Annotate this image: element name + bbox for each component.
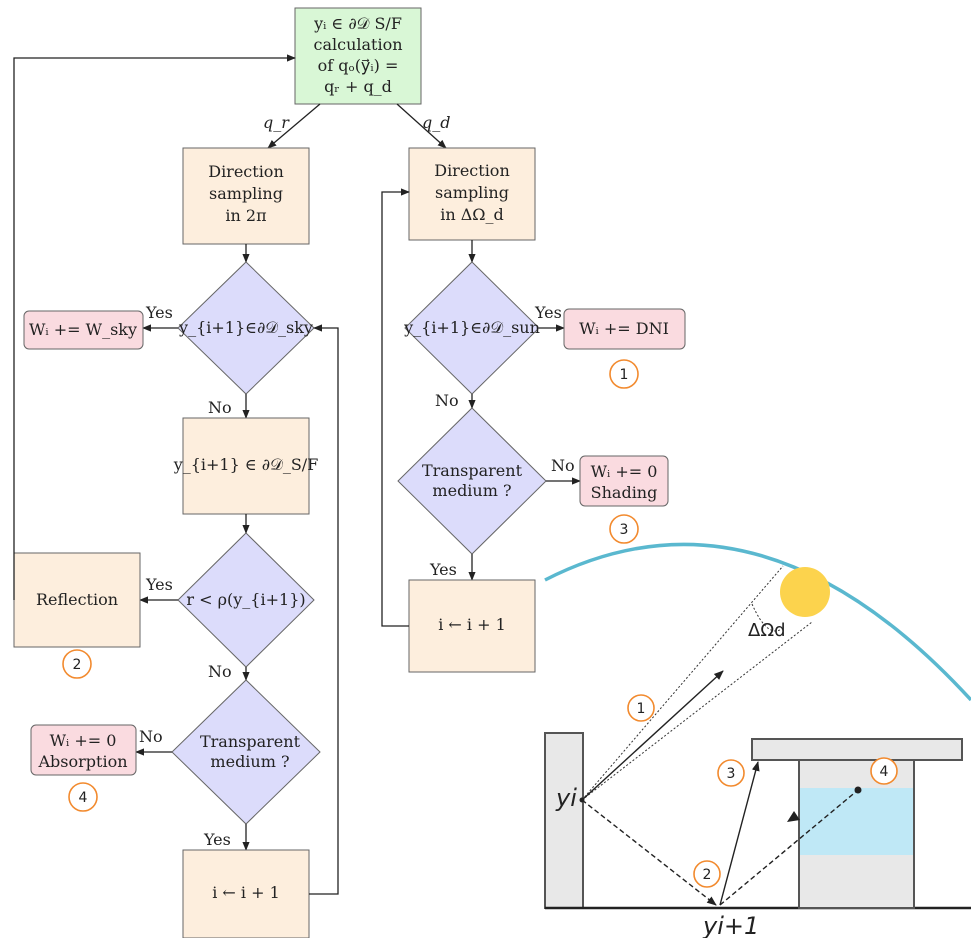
edge-qr: [267, 103, 321, 149]
right-no-1: No: [435, 391, 459, 410]
badge-1-right: 1: [609, 359, 639, 389]
badge-2-left-text: 2: [73, 657, 82, 673]
cone-edge-bottom: [581, 621, 813, 801]
path-4-end-dot: [854, 786, 862, 794]
left-yes-2: Yes: [145, 575, 173, 594]
right-no-2: No: [551, 456, 575, 475]
path-1-ray: [581, 670, 724, 801]
decision-sun: y_{i+1}∈∂𝒟_sun: [403, 261, 540, 395]
left-no-1: No: [208, 398, 232, 417]
left-increment-label: i ← i + 1: [212, 883, 280, 902]
path-badge-4: 4: [870, 757, 898, 785]
edge-qd: [396, 103, 447, 149]
left-direction-sampling-box: Direction sampling in 2π: [182, 147, 310, 245]
edge-right-loop: [381, 188, 410, 627]
decision-sky-label: y_{i+1}∈∂𝒟_sky: [178, 318, 313, 337]
dni-box: Wᵢ += DNI: [563, 308, 686, 350]
sun-icon: [780, 567, 830, 617]
left-wall: [544, 732, 584, 909]
edge-qr-label: q_r: [263, 113, 290, 132]
badge-4-left-text: 4: [79, 790, 88, 806]
edge-reflection-loop: [13, 54, 296, 600]
hit-sf-label: y_{i+1} ∈ ∂𝒟_S/F: [173, 455, 319, 474]
right-dir-line-1: Direction: [434, 161, 510, 180]
absorption-box: Wᵢ += 0 Absorption: [30, 724, 137, 776]
path-4-arrow-mid: [787, 811, 800, 822]
roof-slab: [751, 738, 963, 761]
transp-left-line-2: medium ?: [210, 752, 289, 771]
right-increment-label: i ← i + 1: [438, 615, 506, 634]
path-3-ray: [719, 761, 760, 906]
path-badge-1: 1: [627, 694, 655, 722]
decision-transparent-left: Transparent medium ?: [171, 679, 321, 825]
sky-dome: [544, 542, 971, 702]
badge-2-left: 2: [62, 649, 92, 679]
y-i-dot: [579, 797, 585, 803]
absorption-line-1: Wᵢ += 0: [50, 731, 117, 750]
start-line-4: qᵣ + q_d: [324, 77, 392, 96]
start-line-1: yᵢ ∈ ∂𝒟 S/F: [313, 14, 402, 33]
shading-line-2: Shading: [591, 483, 658, 502]
transp-right-line-1: Transparent: [422, 461, 523, 480]
solid-angle-label: ΔΩd: [748, 620, 786, 641]
scene-illustration: ΔΩd yi yi+1 1 2: [544, 542, 971, 938]
decision-sun-label: y_{i+1}∈∂𝒟_sun: [403, 318, 540, 337]
decision-sky: y_{i+1}∈∂𝒟_sky: [177, 261, 315, 395]
badge-4-left: 4: [68, 782, 98, 812]
y-i-label: yi: [555, 784, 577, 812]
left-no-2: No: [208, 662, 232, 681]
water-layer: [800, 788, 913, 855]
right-increment-box: i ← i + 1: [408, 579, 536, 673]
edge-qd-label: q_d: [422, 113, 450, 132]
right-dir-line-3: in ΔΩ_d: [440, 205, 504, 224]
left-yes-1: Yes: [145, 303, 173, 322]
left-no-3: No: [139, 727, 163, 746]
path-badge-2-text: 2: [703, 867, 712, 883]
hit-sf-box: y_{i+1} ∈ ∂𝒟_S/F: [173, 417, 319, 515]
badge-3-right: 3: [609, 514, 639, 544]
decision-transparent-right: Transparent medium ?: [397, 407, 547, 555]
reflection-box: Reflection: [13, 552, 141, 648]
dni-label: Wᵢ += DNI: [579, 319, 669, 338]
left-dir-line-3: in 2π: [225, 206, 266, 225]
absorption-line-2: Absorption: [37, 752, 127, 771]
w-sky-box: Wᵢ += W_sky: [23, 310, 144, 350]
start-node: yᵢ ∈ ∂𝒟 S/F calculation of qₒ(y⃗ᵢ) = qᵣ …: [294, 7, 422, 105]
start-line-3: of qₒ(y⃗ᵢ) =: [318, 56, 399, 75]
path-badge-2: 2: [693, 860, 721, 888]
start-line-2: calculation: [313, 35, 402, 54]
reflection-label: Reflection: [36, 590, 118, 609]
edge-left-loop: [309, 324, 339, 895]
path-badge-3-text: 3: [727, 766, 736, 782]
shading-box: Wᵢ += 0 Shading: [579, 455, 669, 507]
y-i1-label: yi+1: [702, 912, 759, 938]
right-dir-line-2: sampling: [435, 183, 509, 202]
decision-reflectance: r < ρ(y_{i+1}): [177, 532, 315, 668]
right-yes-2: Yes: [429, 560, 457, 579]
cone-arc: [751, 603, 784, 632]
decision-r-label: r < ρ(y_{i+1}): [186, 590, 305, 609]
w-sky-label: Wᵢ += W_sky: [29, 320, 137, 339]
path-badge-4-text: 4: [880, 764, 889, 780]
left-dir-line-1: Direction: [208, 162, 284, 181]
cone-edge-top: [581, 565, 784, 801]
right-direction-sampling-box: Direction sampling in ΔΩ_d: [408, 147, 536, 241]
path-2-ray: [581, 799, 717, 906]
left-yes-3: Yes: [203, 830, 231, 849]
shading-line-1: Wᵢ += 0: [591, 462, 658, 481]
badge-1-right-text: 1: [620, 367, 629, 383]
path-badge-3: 3: [717, 759, 745, 787]
left-dir-line-2: sampling: [209, 184, 283, 203]
badge-3-right-text: 3: [620, 522, 629, 538]
transp-left-line-1: Transparent: [200, 732, 301, 751]
transp-right-line-2: medium ?: [432, 481, 511, 500]
right-yes-1: Yes: [534, 303, 562, 322]
path-badge-1-text: 1: [637, 701, 646, 717]
path-4-ray: [719, 789, 859, 906]
left-increment-box: i ← i + 1: [182, 849, 310, 938]
